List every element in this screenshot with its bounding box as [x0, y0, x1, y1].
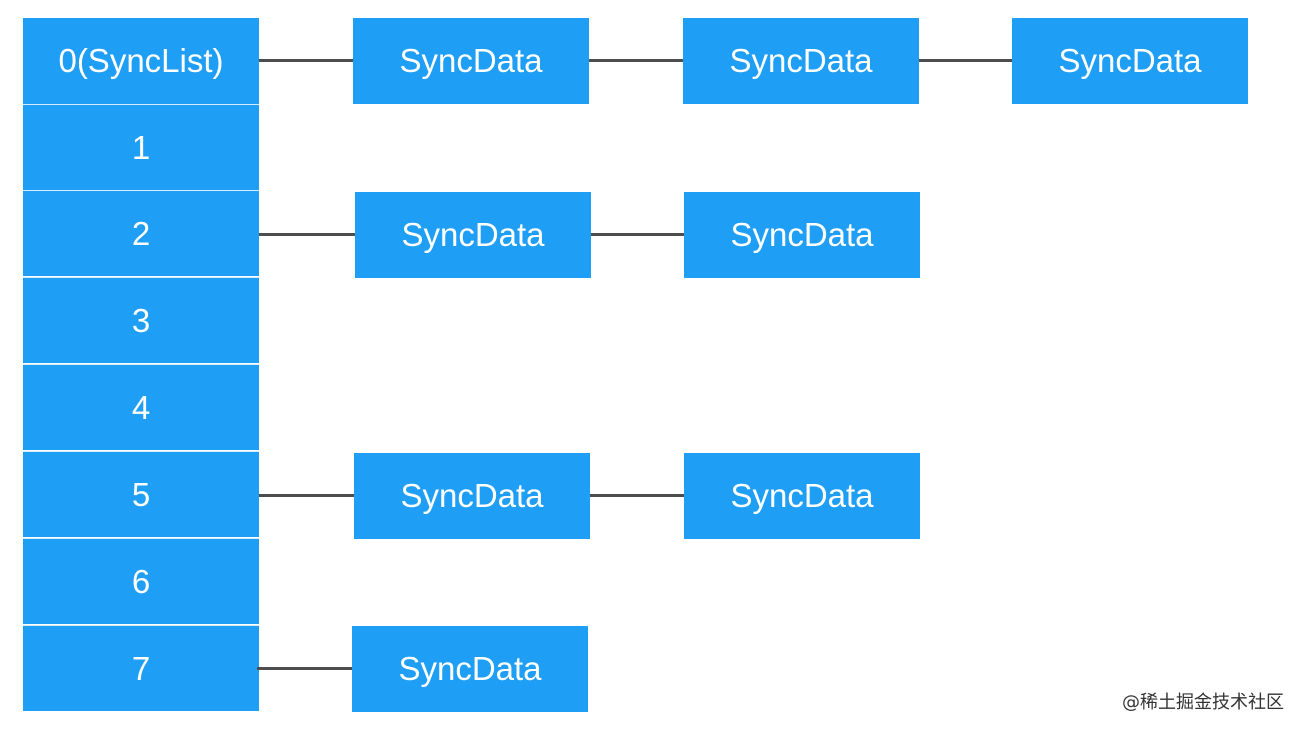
sync-data-node: SyncData [1012, 18, 1248, 104]
link-line [259, 59, 353, 62]
sync-data-node: SyncData [355, 192, 591, 278]
link-line [259, 233, 355, 236]
array-cell-3: 3 [23, 277, 259, 363]
array-cell-4: 4 [23, 364, 259, 450]
watermark: @稀土掘金技术社区 [1122, 692, 1284, 713]
array-cell-2: 2 [23, 190, 259, 276]
sync-data-node: SyncData [354, 453, 590, 539]
array-cell-1: 1 [23, 104, 259, 190]
link-line [589, 59, 683, 62]
link-line [257, 667, 352, 670]
array-cell-6: 6 [23, 538, 259, 624]
sync-data-node: SyncData [683, 18, 919, 104]
sync-data-node: SyncData [353, 18, 589, 104]
sync-data-node: SyncData [684, 192, 920, 278]
sync-data-node: SyncData [352, 626, 588, 712]
link-line [591, 233, 684, 236]
array-cell-5: 5 [23, 451, 259, 537]
link-line [259, 494, 354, 497]
array-cell-0: 0(SyncList) [23, 18, 259, 104]
link-line [919, 59, 1012, 62]
sync-data-node: SyncData [684, 453, 920, 539]
link-line [590, 494, 684, 497]
array-cell-7: 7 [23, 625, 259, 711]
